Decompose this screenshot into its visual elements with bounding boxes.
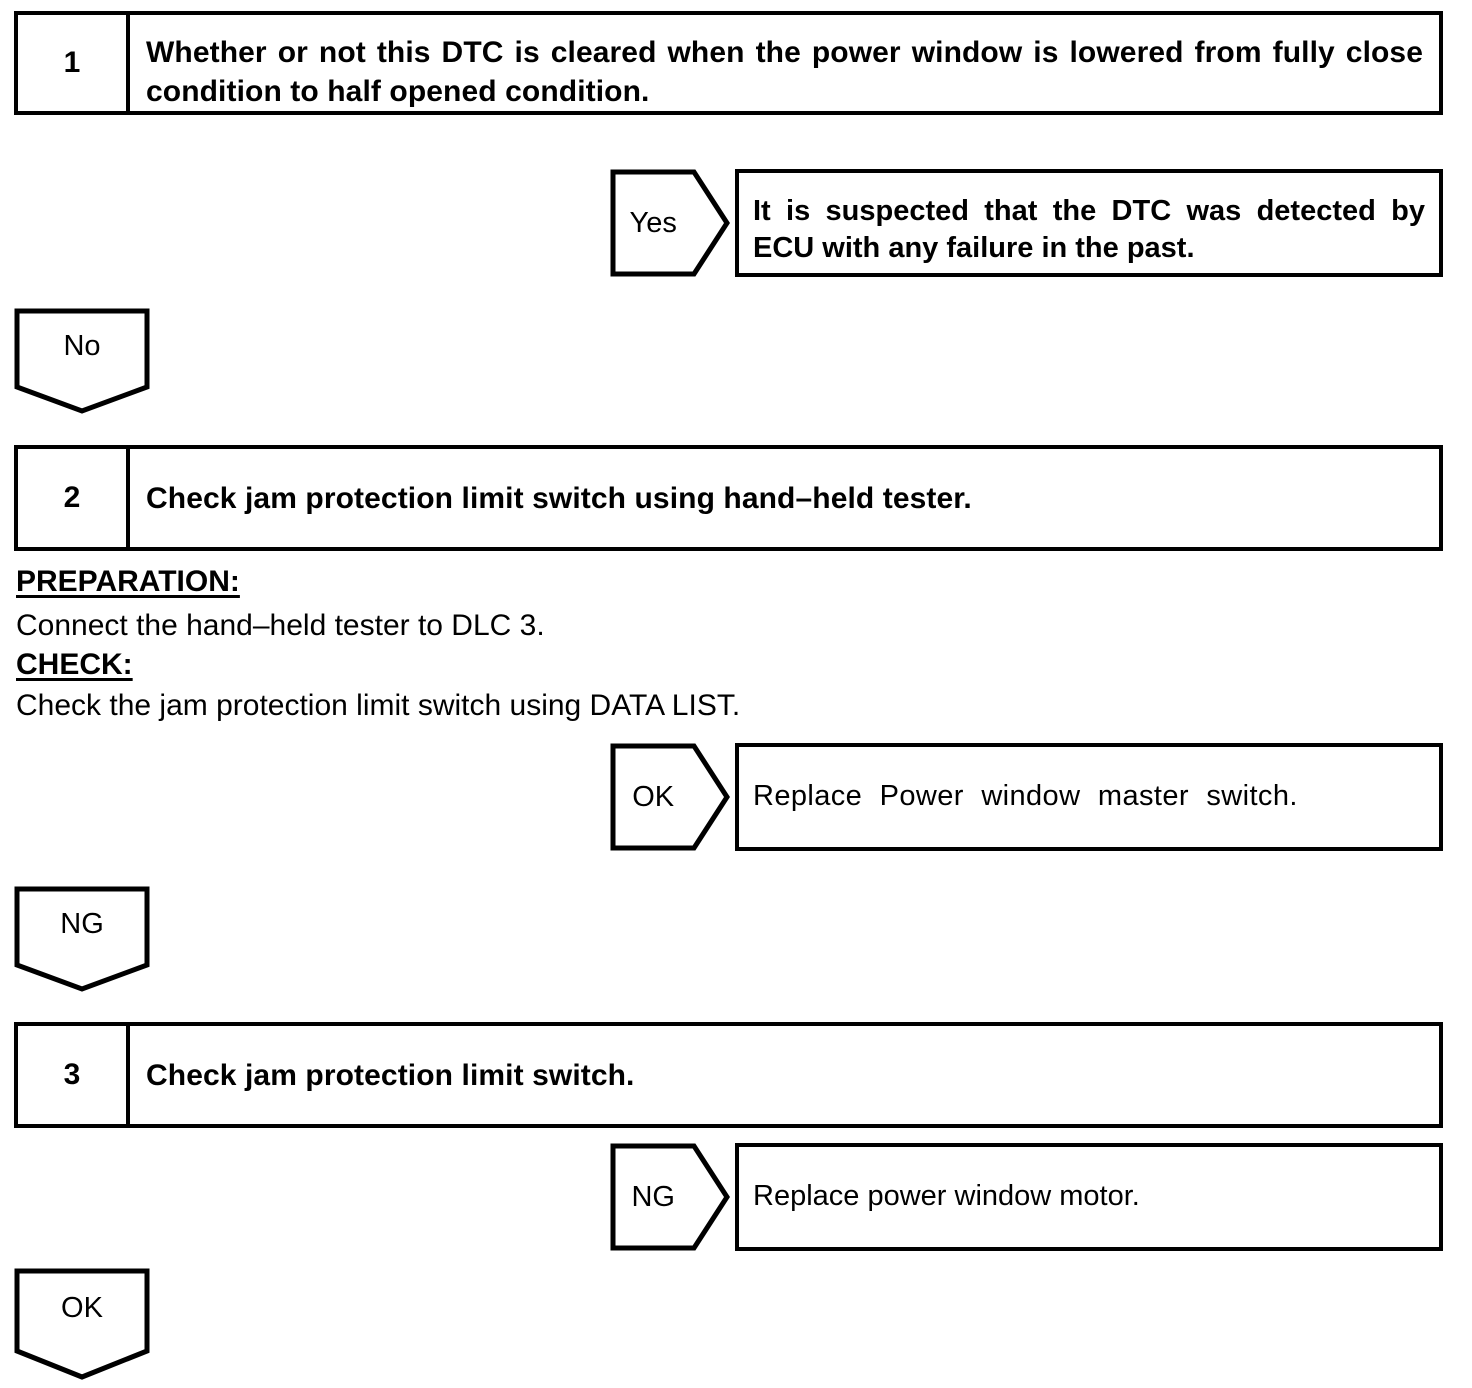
step-text-1: Whether or not this DTC is cleared when … — [146, 36, 1423, 108]
step-text-2: Check jam protection limit switch using … — [146, 481, 972, 515]
flow-connector-no-label: No — [63, 329, 101, 362]
note-preparation-heading: PREPARATION: — [16, 567, 240, 597]
flow-connector-ng-label: NG — [60, 907, 104, 940]
branch-arrow-ng-shape — [610, 1143, 730, 1251]
branch-arrow-ok-label: OK — [632, 780, 675, 813]
step-box-1: 1 Whether or not this DTC is cleared whe… — [14, 11, 1443, 115]
note-check-body: Check the jam protection limit switch us… — [16, 691, 740, 721]
branch-arrow-yes-label: Yes — [629, 206, 677, 239]
note-check-heading: CHECK: — [16, 650, 133, 680]
flow-connector-ok: OK — [14, 1268, 150, 1380]
step-number-3: 3 — [18, 1026, 130, 1124]
branch-arrow-yes-shape — [610, 169, 730, 277]
branch-arrow-yes: Yes — [610, 169, 730, 277]
step-number-1: 1 — [18, 15, 130, 111]
branch-arrow-ok-shape — [610, 743, 730, 851]
flow-connector-ng: NG — [14, 886, 150, 992]
branch-arrow-ok: OK — [610, 743, 730, 851]
result-box-ok: Replace Power window master switch. — [735, 743, 1443, 851]
flow-connector-no: No — [14, 308, 150, 414]
result-box-yes: It is suspected that the DTC was detecte… — [735, 169, 1443, 277]
flow-connector-ok-shape — [14, 1268, 150, 1380]
flow-connector-ng-shape — [14, 886, 150, 992]
check-text: Check the jam protection limit switch us… — [16, 689, 741, 722]
branch-arrow-ng: NG — [610, 1143, 730, 1251]
check-label: CHECK: — [16, 648, 133, 681]
flow-connector-ok-label: OK — [61, 1291, 103, 1324]
preparation-text: Connect the hand–held tester to DLC 3. — [16, 609, 545, 642]
step-number-2: 2 — [18, 449, 130, 547]
result-box-ng: Replace power window motor. — [735, 1143, 1443, 1251]
step-text-3: Check jam protection limit switch. — [146, 1058, 635, 1092]
preparation-label: PREPARATION: — [16, 565, 240, 598]
flow-connector-no-shape — [14, 308, 150, 414]
step-box-2: 2 Check jam protection limit switch usin… — [14, 445, 1443, 551]
branch-arrow-ng-label: NG — [631, 1180, 675, 1213]
note-preparation-body: Connect the hand–held tester to DLC 3. — [16, 611, 545, 641]
step-box-3: 3 Check jam protection limit switch. — [14, 1022, 1443, 1128]
